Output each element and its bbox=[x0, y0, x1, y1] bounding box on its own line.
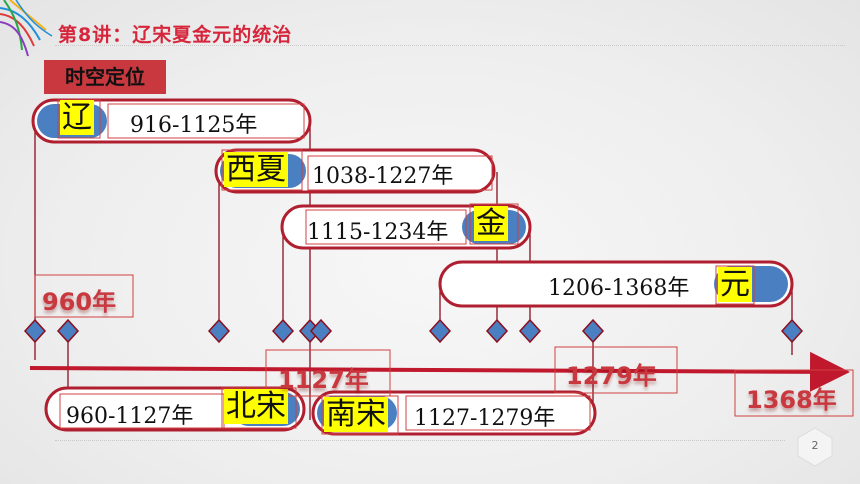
dynasty-years-jin: 1115-1234年 bbox=[307, 220, 449, 245]
page-number-badge bbox=[797, 427, 833, 467]
dynasty-years-nansong: 1127-1279年 bbox=[414, 406, 556, 431]
marker-1368: 1368年 bbox=[746, 386, 837, 414]
dynasty-years-xixia: 1038-1227年 bbox=[312, 164, 454, 189]
dynasty-years-yuan: 1206-1368年 bbox=[548, 276, 690, 301]
title-divider bbox=[55, 45, 845, 46]
dynasty-years-beisong: 960-1127年 bbox=[66, 404, 194, 429]
marker-1127: 1127年 bbox=[278, 366, 369, 394]
dynasty-name-yuan: 元 bbox=[718, 267, 752, 302]
dynasty-name-liao: 辽 bbox=[60, 100, 94, 135]
page-number: 2 bbox=[811, 439, 819, 452]
marker-960: 960年 bbox=[42, 288, 117, 316]
dynasty-years-liao: 916-1125年 bbox=[130, 113, 258, 138]
footer-divider bbox=[55, 440, 785, 441]
dynasty-name-xixia: 西夏 bbox=[224, 152, 288, 187]
page-title: 第8讲：辽宋夏金元的统治 bbox=[58, 24, 293, 46]
marker-1279: 1279年 bbox=[566, 362, 657, 390]
dynasty-name-nansong: 南宋 bbox=[324, 397, 388, 432]
dynasty-name-jin: 金 bbox=[474, 206, 508, 241]
dynasty-name-beisong: 北宋 bbox=[224, 389, 288, 424]
section-label: 时空定位 bbox=[44, 60, 166, 94]
decorative-swirl-icon bbox=[0, 0, 53, 57]
